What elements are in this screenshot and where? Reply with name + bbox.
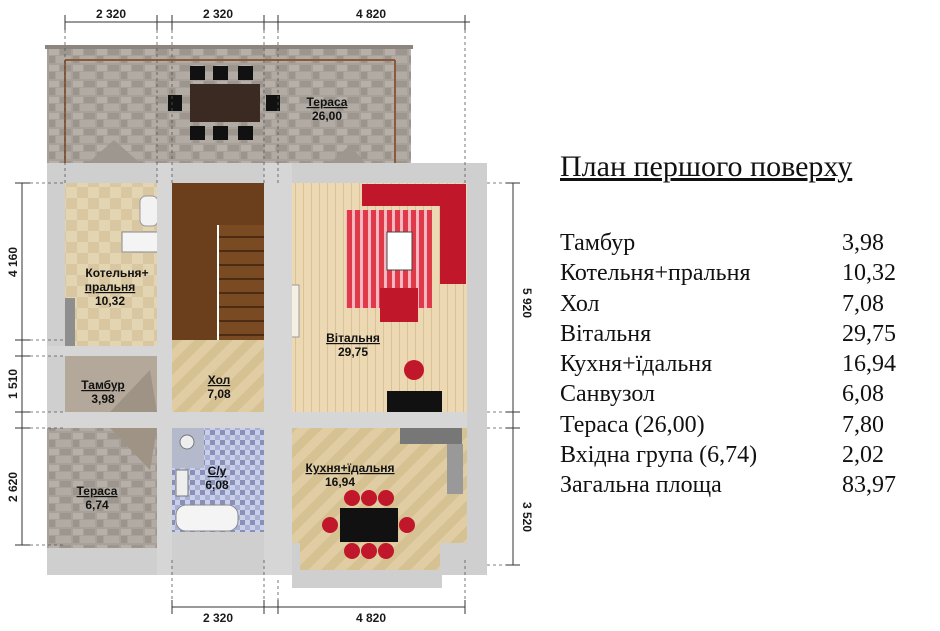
dimension-lines [15, 15, 520, 614]
legend-row-name: Хол [560, 290, 600, 317]
legend-row-value: 7,08 [842, 290, 884, 317]
legend-row: Вітальня 29,75 [560, 319, 930, 349]
legend-row: Вхідна група (6,74) 2,02 [560, 440, 930, 470]
room-boiler-name: Котельня+ [85, 266, 148, 280]
room-living-name: Вітальня [326, 331, 380, 345]
dim-left-lower: 2 620 [6, 472, 20, 502]
top-terrace [45, 45, 413, 163]
room-vestibule-name: Тамбур [81, 378, 125, 392]
legend-row: Кухня+їдальня 16,94 [560, 349, 930, 379]
legend-row-value: 3,98 [842, 230, 884, 256]
legend-row-value: 10,32 [842, 260, 896, 287]
legend-row-value: 2,02 [842, 442, 884, 469]
legend-row-name: Санвузол [560, 381, 656, 408]
room-bathroom-name: С/у [208, 464, 227, 478]
room-terrace-top-area: 26,00 [312, 109, 342, 123]
legend-row-total: Загальна площа 83,97 [560, 470, 930, 500]
dim-bottom-right: 4 820 [356, 611, 386, 625]
room-terrace-lower-name: Тераса [77, 484, 118, 498]
legend-row-name: Загальна площа [560, 472, 722, 499]
legend-row-value: 16,94 [842, 351, 896, 378]
dimension-guides [30, 30, 506, 600]
legend-row-name: Вітальня [560, 320, 652, 347]
dim-left-middle: 1 510 [6, 369, 20, 399]
legend-row-name: Кухня+їдальня [560, 351, 713, 378]
room-terrace-lower-area: 6,74 [85, 498, 109, 512]
dim-top-middle: 2 320 [203, 7, 233, 21]
dim-bottom-middle: 2 320 [203, 611, 233, 625]
dim-right-upper: 5 920 [520, 288, 534, 318]
room-vestibule-area: 3,98 [91, 392, 115, 406]
dim-top-right: 4 820 [356, 7, 386, 21]
legend-row: Санвузол 6,08 [560, 379, 930, 409]
room-kitchen-name: Кухня+їдальня [306, 461, 395, 475]
bathroom [172, 428, 264, 532]
legend-row: Тамбур 3,98 [560, 228, 930, 258]
room-boiler-name2: пральня [85, 280, 136, 294]
legend-row-name: Вхідна група (6,74) [560, 442, 758, 469]
room-kitchen-area: 16,94 [325, 475, 355, 489]
legend-row-name: Тераса (26,00) [560, 411, 705, 438]
dim-left-upper: 4 160 [6, 247, 20, 277]
legend-row-name: Тамбур [560, 230, 636, 256]
dim-right-lower: 3 520 [520, 502, 534, 532]
interior-walls [47, 163, 467, 575]
dim-top-left: 2 320 [96, 7, 126, 21]
legend-row-value: 6,08 [842, 381, 884, 408]
legend-row: Котельня+пральня 10,32 [560, 258, 930, 288]
legend-row: Хол 7,08 [560, 289, 930, 319]
vestibule [65, 356, 157, 412]
legend-row-value: 7,80 [842, 411, 884, 438]
lower-terrace [47, 428, 157, 548]
legend-table: Тамбур 3,98 Котельня+пральня 10,32 Хол 7,08… [560, 228, 930, 501]
hall [172, 340, 264, 420]
staircase [172, 183, 264, 340]
legend-row-value: 83,97 [842, 472, 896, 499]
room-terrace-top-name: Тераса [307, 95, 348, 109]
boiler-room [65, 183, 161, 346]
kitchen [292, 428, 467, 570]
room-boiler-area: 10,32 [95, 294, 125, 308]
room-hall-area: 7,08 [207, 387, 231, 401]
living-room [276, 183, 467, 413]
room-living-area: 29,75 [338, 345, 368, 359]
legend-row-value: 29,75 [842, 320, 896, 347]
legend-row-name: Котельня+пральня [560, 260, 751, 287]
legend-row: Тераса (26,00) 7,80 [560, 410, 930, 440]
legend-title: План першого поверху [560, 150, 853, 183]
room-bathroom-area: 6,08 [205, 478, 229, 492]
terrace-dining-table [168, 66, 280, 140]
room-hall-name: Хол [208, 373, 231, 387]
